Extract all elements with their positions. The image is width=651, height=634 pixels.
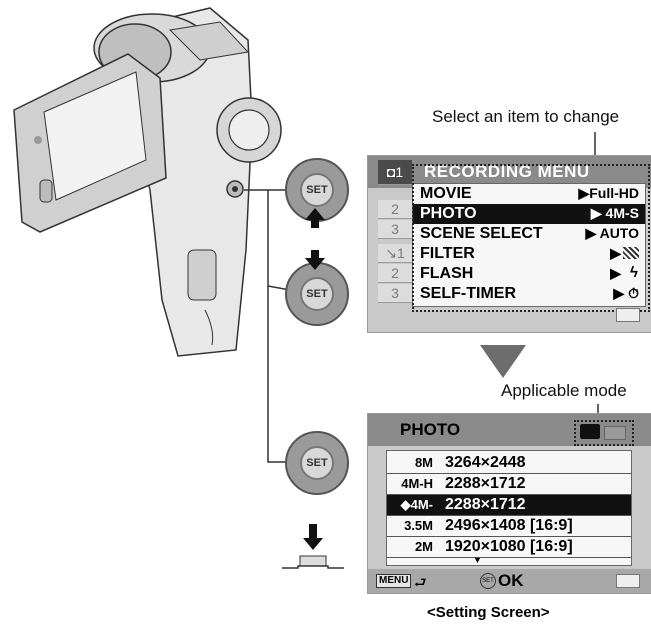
arrow-down-icon [305,250,325,270]
tab-setup-3[interactable]: 3 [378,284,412,303]
option-row[interactable]: 2M 1920×1080 [16:9] [387,537,631,558]
option-row-selected[interactable]: ◆4M-S 2288×1712 [387,495,631,528]
tab-setup-2[interactable]: 2 [378,264,412,283]
shutter-press-icon [282,524,344,569]
callout-select-item: Select an item to change [432,107,620,126]
return-icon: ⮐ [414,574,427,590]
tab-camera-2[interactable]: 2 [378,200,412,219]
photo-size-options: 8M 3264×2448 4M-H 2288×1712 ◆4M-S 2288×1… [386,450,632,566]
set-button-label: SET [300,173,334,207]
set-button-3[interactable]: SET [285,431,349,495]
menu-item-filter[interactable]: FILTER ▶ [413,244,645,264]
battery-icon [616,574,640,588]
menu-item-photo[interactable]: PHOTO ▶ 4M-S [413,204,645,224]
select-item-highlight [412,164,650,312]
recording-menu-screen: RECORDING MENU ◘1 2 3 ↘1 2 3 MOVIE ▶Full… [367,155,651,333]
arrow-up-icon [305,208,325,228]
setting-screen-caption: <Setting Screen> [427,604,550,621]
set-icon: SET [480,573,496,589]
setting-screen: PHOTO 8M 3264×2448 4M-H 2288×1712 ◆4M-S … [367,413,651,594]
ok-label: OK [498,571,524,590]
filter-off-icon [623,247,639,259]
setting-screen-titlebar: PHOTO [368,414,651,446]
applicable-mode-highlight [574,420,634,446]
battery-icon [616,308,640,322]
set-button-label: SET [300,446,334,480]
menu-item-scene-select[interactable]: SCENE SELECT ▶ AUTO [420,225,639,242]
scroll-down-icon[interactable]: ▼ [473,555,482,565]
tab-camera-3[interactable]: 3 [378,220,412,239]
option-row[interactable]: 8M 3264×2448 [387,453,631,474]
set-button-2[interactable]: SET [285,262,349,326]
tab-setup-1[interactable]: ↘1 [378,244,412,263]
set-button-label: SET [300,277,334,311]
wrench-icon: ↘ [385,245,397,261]
menu-item-flash[interactable]: FLASH ▶ ϟ [420,264,638,282]
video-mode-icon [604,426,626,440]
setting-screen-bottombar: MENU ⮐ SET OK [368,569,651,593]
recording-menu-titlebar: RECORDING MENU [368,156,651,188]
photo-mode-icon [580,424,600,439]
flash-off-icon: ϟ [630,264,638,281]
option-row[interactable]: 4M-H 2288×1712 [387,474,631,495]
down-triangle-icon [480,345,526,378]
tab-camera-1[interactable]: ◘1 [378,160,412,185]
applicable-mode-icons [576,422,630,442]
option-row[interactable]: 3.5M 2496×1408 [16:9] [387,516,631,537]
camera-icon: ◘ [386,164,396,180]
recording-menu-list: MOVIE ▶Full-HD PHOTO ▶ 4M-S SCENE SELECT… [412,183,646,307]
menu-item-movie[interactable]: MOVIE ▶Full-HD [420,185,639,202]
callout-applicable-mode: Applicable mode [501,381,627,400]
camcorder-illustration [13,7,282,357]
setting-screen-title: PHOTO [400,420,461,439]
menu-item-self-timer[interactable]: SELF-TIMER ▶ ⏱ [420,285,639,302]
recording-menu-title: RECORDING MENU [424,162,590,181]
menu-button-label[interactable]: MENU [376,574,412,588]
